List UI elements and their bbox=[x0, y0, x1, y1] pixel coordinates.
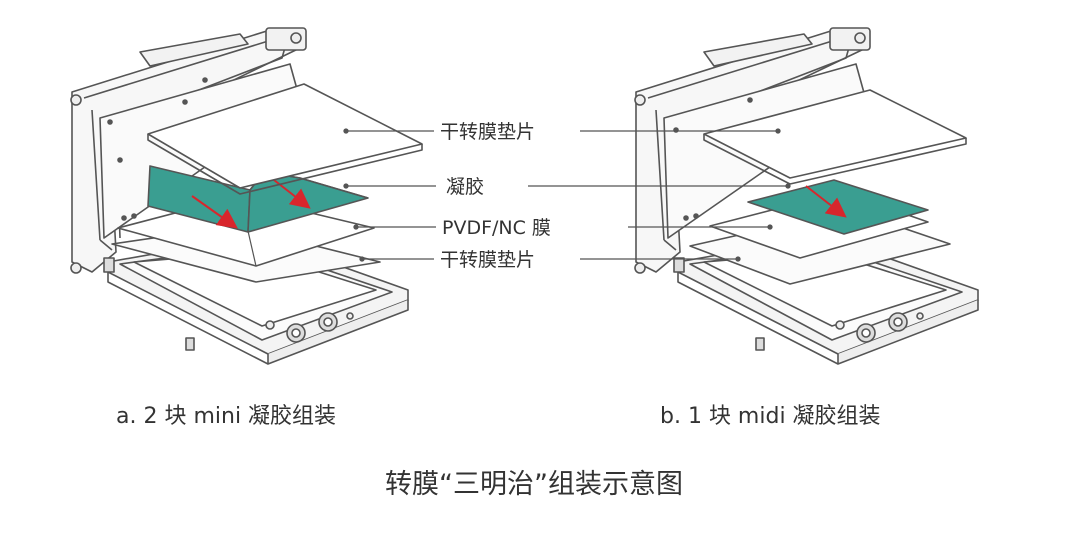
label-membrane: PVDF/NC 膜 bbox=[442, 217, 551, 239]
label-top-pad: 干转膜垫片 bbox=[440, 121, 535, 143]
label-bottom-pad: 干转膜垫片 bbox=[440, 249, 535, 271]
caption-b: b. 1 块 midi 凝胶组装 bbox=[660, 404, 881, 429]
figure-title: 转膜“三明治”组装示意图 bbox=[385, 469, 683, 500]
caption-a: a. 2 块 mini 凝胶组装 bbox=[116, 404, 337, 429]
leader-lines bbox=[343, 128, 791, 262]
assembly-b bbox=[634, 27, 979, 365]
assembly-a bbox=[70, 27, 423, 365]
label-gel: 凝胶 bbox=[446, 176, 484, 198]
